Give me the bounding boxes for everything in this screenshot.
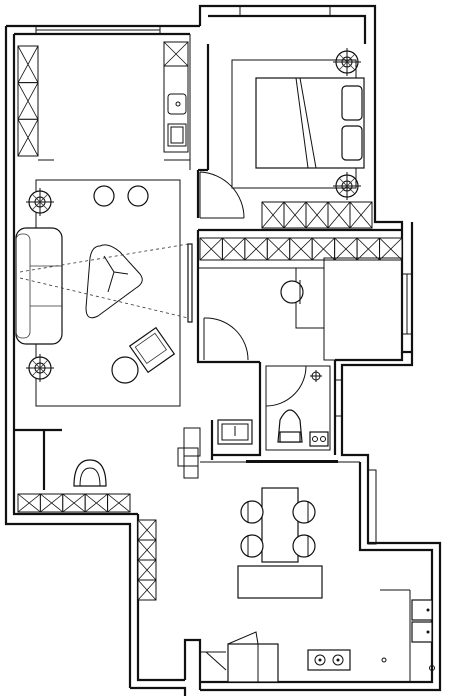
kitchen bbox=[200, 589, 435, 683]
living-kitchenette bbox=[38, 65, 190, 161]
sofa-icon bbox=[15, 227, 63, 345]
dining-chairs bbox=[240, 500, 316, 558]
dining bbox=[237, 469, 377, 599]
wardrobe-icon bbox=[17, 45, 39, 157]
sink-icon bbox=[217, 419, 253, 445]
lamp-icon bbox=[26, 354, 54, 382]
entrance bbox=[73, 427, 360, 487]
living-top-window bbox=[35, 26, 161, 34]
living-room bbox=[15, 48, 361, 407]
kitchen-sink-icon bbox=[411, 599, 433, 643]
dining-chair-icon bbox=[292, 500, 316, 524]
lamp-icon bbox=[26, 188, 54, 216]
stove-icon bbox=[307, 649, 351, 671]
toilet-icon bbox=[277, 409, 303, 443]
wardrobe-icon bbox=[137, 519, 157, 601]
study bbox=[198, 257, 413, 361]
wardrobe-icon bbox=[199, 237, 403, 261]
lamp-icon bbox=[333, 48, 361, 76]
lamp-icon bbox=[26, 48, 361, 382]
exterior-walls bbox=[4, 4, 442, 696]
dining-chair-icon bbox=[240, 534, 264, 558]
chair-icon bbox=[280, 280, 304, 304]
dining-chair-icon bbox=[292, 534, 316, 558]
bed-icon bbox=[255, 77, 365, 169]
dining-chair-icon bbox=[240, 500, 264, 524]
cabinets bbox=[17, 41, 403, 601]
wardrobe-icon bbox=[17, 493, 131, 513]
wardrobe-icon bbox=[163, 41, 189, 67]
wardrobe-icon bbox=[261, 201, 373, 229]
bathroom bbox=[217, 365, 343, 451]
bedroom bbox=[199, 59, 365, 219]
lamp-icon bbox=[333, 172, 361, 200]
table-icon bbox=[261, 487, 299, 563]
hallway-chair-icon bbox=[73, 459, 107, 487]
armchair-icon bbox=[128, 326, 176, 374]
